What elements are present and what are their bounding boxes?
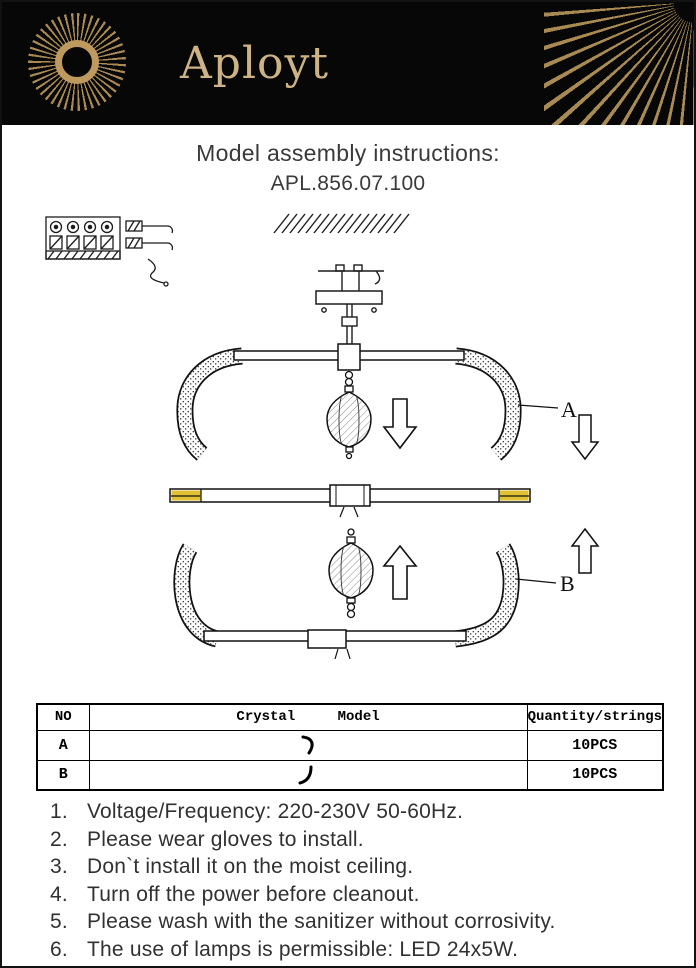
up-arrow-icon: [382, 544, 418, 600]
row-a-symbol-cell: [88, 729, 528, 761]
assembled-bar: [169, 484, 531, 518]
instruction-text: Turn off the power before cleanout.: [87, 882, 420, 906]
row-b-qty: 10PCS: [526, 759, 664, 791]
table-row-a: A 10PCS: [36, 729, 664, 761]
instruction-text: Voltage/Frequency: 220-230V 50-60Hz.: [87, 800, 464, 823]
model-number: APL.856.07.100: [270, 172, 426, 195]
instruction-number: 6.: [50, 937, 68, 961]
down-arrow-icon: [382, 398, 418, 450]
parts-table: NO Crystal Model Quantity/strings A 10PC…: [36, 703, 664, 791]
up-arrow-b-icon: [570, 527, 600, 574]
row-a-qty: 10PCS: [526, 729, 664, 761]
down-arrow-a-icon: [570, 414, 600, 461]
frame-a: [176, 343, 522, 461]
sunburst-logo-icon: [28, 13, 126, 111]
instructions-title: Model assembly instructions:: [196, 140, 500, 166]
label-b-group: B: [515, 527, 600, 596]
row-b-no: B: [36, 759, 90, 791]
crystal-hook-b-icon: [298, 765, 313, 785]
terminal-block: [45, 216, 174, 287]
title-block: Model assembly instructions: APL.856.07.…: [2, 140, 694, 196]
crystal-b: [328, 528, 374, 619]
table-row-b: B 10PCS: [36, 759, 664, 791]
instruction-text: Please wash with the sanitizer without c…: [87, 910, 556, 933]
crystal-a: [326, 370, 372, 460]
frame-b: [173, 543, 520, 660]
instruction-item: 1. Voltage/Frequency: 220-230V 50-60Hz.: [50, 798, 678, 826]
instruction-text: Don`t install it on the moist ceiling.: [87, 855, 414, 878]
instruction-number: 3.: [50, 855, 68, 878]
instruction-number: 2.: [50, 827, 68, 851]
corner-rays-icon: [544, 2, 694, 125]
canopy-assembly: [315, 264, 384, 345]
label-a-group: A: [517, 397, 600, 461]
assembly-diagram: A: [45, 213, 600, 660]
instruction-text: Please wear gloves to install.: [87, 827, 364, 851]
col-header-no: NO: [36, 703, 90, 731]
crystal-hook-a-icon: [301, 735, 314, 755]
instruction-text: The use of lamps is permissible: LED 24x…: [87, 937, 519, 961]
instruction-item: 3. Don`t install it on the moist ceiling…: [50, 853, 678, 881]
label-a: A: [561, 397, 577, 422]
instruction-item: 4. Turn off the power before cleanout.: [50, 881, 678, 909]
instruction-number: 5.: [50, 910, 68, 933]
label-b: B: [560, 571, 575, 596]
instruction-item: 6. The use of lamps is permissible: LED …: [50, 936, 678, 964]
instruction-item: 2. Please wear gloves to install.: [50, 826, 678, 854]
ceiling-hatch: [273, 213, 410, 234]
col-header-quantity: Quantity/strings: [526, 703, 664, 731]
brand-logo-text: Aployt: [180, 38, 330, 89]
instruction-number: 1.: [50, 800, 68, 823]
header: Aployt: [2, 2, 694, 125]
row-a-no: A: [36, 729, 90, 761]
instruction-item: 5. Please wash with the sanitizer withou…: [50, 908, 678, 936]
instructions-list: 1. Voltage/Frequency: 220-230V 50-60Hz. …: [50, 798, 678, 963]
instruction-number: 4.: [50, 882, 68, 906]
col-header-crystal-model: Crystal Model: [88, 703, 528, 731]
row-b-symbol-cell: [88, 759, 528, 791]
table-header-row: NO Crystal Model Quantity/strings: [36, 703, 664, 731]
